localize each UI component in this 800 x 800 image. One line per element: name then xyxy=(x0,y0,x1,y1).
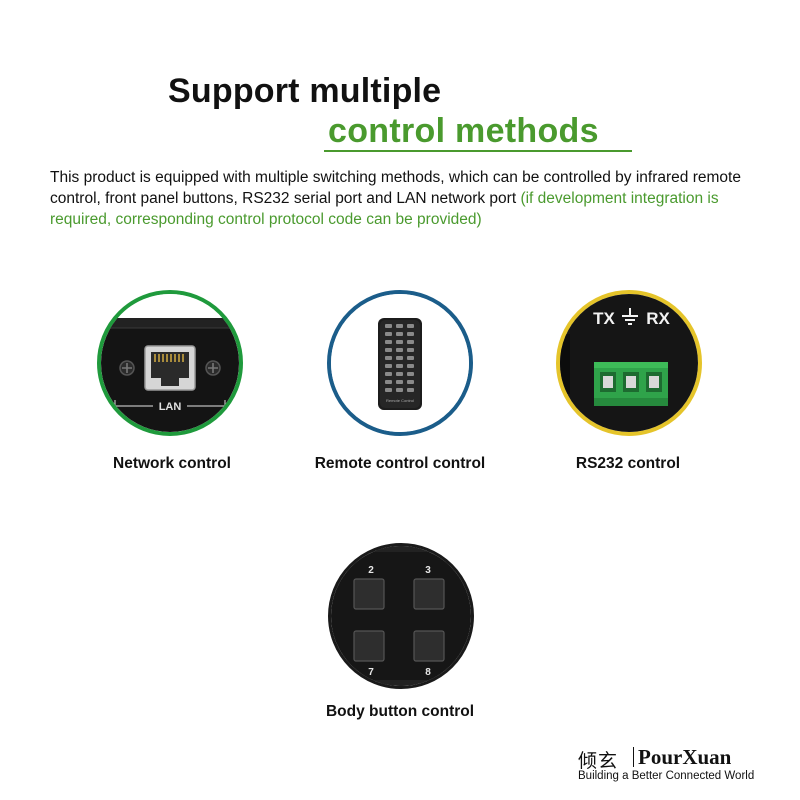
rs232-terminal-icon: TX RX xyxy=(560,294,698,432)
brand-logo: 倾玄 PourXuan Building a Better Connected … xyxy=(578,745,778,785)
remote-control-icon: Remote Control xyxy=(331,294,469,432)
rs232-control-label: RS232 control xyxy=(575,455,681,472)
remote-control-label: Remote control control xyxy=(314,455,486,472)
rs232-control-image: TX RX xyxy=(556,290,702,436)
brand-tagline: Building a Better Connected World xyxy=(578,770,755,782)
ground-symbol-icon xyxy=(622,308,638,325)
rs232-rx-label: RX xyxy=(646,309,670,328)
title-underline xyxy=(324,150,632,152)
brand-name-cn: 倾玄 xyxy=(578,750,619,772)
lan-port-label: LAN xyxy=(159,401,182,413)
lan-port-icon: LAN xyxy=(101,294,239,432)
page-title-line2: control methods xyxy=(328,112,599,150)
network-control-image: LAN xyxy=(97,290,243,436)
button-label-3: 3 xyxy=(425,565,431,576)
page-title-line1: Support multiple xyxy=(168,72,442,110)
button-label-8: 8 xyxy=(425,667,431,678)
button-label-7: 7 xyxy=(368,667,374,678)
remote-device-text: Remote Control xyxy=(386,398,414,403)
description-highlight: (if development integration is required,… xyxy=(50,190,719,228)
remote-control-image: Remote Control xyxy=(327,290,473,436)
button-label-2: 2 xyxy=(368,565,374,576)
rs232-tx-label: TX xyxy=(593,309,615,328)
brand-separator xyxy=(633,747,634,767)
panel-buttons-icon: 2 3 7 8 xyxy=(331,546,471,686)
network-control-label: Network control xyxy=(113,455,231,472)
description: This product is equipped with multiple s… xyxy=(50,167,760,230)
body-button-control-image: 2 3 7 8 xyxy=(328,543,474,689)
body-button-control-label: Body button control xyxy=(325,703,475,720)
brand-name-en: PourXuan xyxy=(638,745,732,769)
description-main: This product is equipped with multiple s… xyxy=(50,169,741,207)
